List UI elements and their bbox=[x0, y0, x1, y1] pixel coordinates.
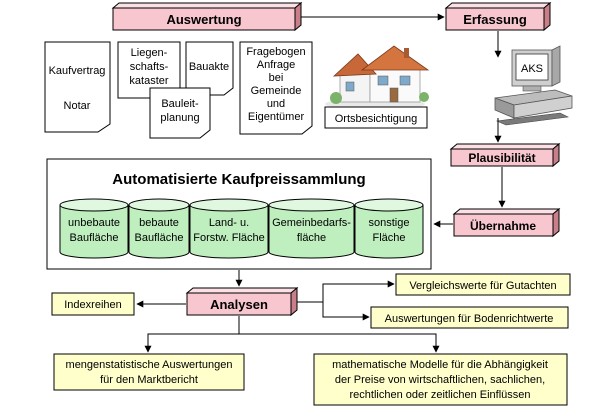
marktbericht-text-2: für den Marktbericht bbox=[100, 374, 198, 386]
document-bauleitplanung: Bauleit- planung bbox=[149, 87, 211, 139]
kaufpreissammlung-title: Automatisierte Kaufpreissammlung bbox=[112, 171, 365, 188]
marktbericht-text-1: mengenstatistische Auswertungen bbox=[66, 359, 233, 371]
fragebogen-text-3: bei bbox=[269, 72, 284, 84]
cylinder-label-line1: sonstige bbox=[369, 217, 410, 229]
vergleichswerte-text: Vergleichswerte für Gutachten bbox=[409, 280, 556, 292]
modelle-text-1: mathematische Modelle für die Abhängigke… bbox=[332, 359, 548, 371]
uebernahme-label: Übernahme bbox=[470, 218, 536, 233]
erfassung-label: Erfassung bbox=[463, 12, 527, 27]
process-box-uebernahme: Übernahme bbox=[452, 207, 561, 238]
computer-icon: AKS bbox=[494, 45, 573, 126]
fragebogen-text-2: Anfrage bbox=[257, 59, 296, 71]
notar-text: Notar bbox=[64, 100, 91, 112]
bodenrichtwerte-text: Auswertungen für Bodenrichtwerte bbox=[385, 313, 554, 325]
cylinder-label-line2: Baufläche bbox=[135, 232, 184, 244]
ortsbesichtigung-text: Ortsbesichtigung bbox=[335, 113, 418, 125]
arrow-analysen-modelle bbox=[239, 333, 440, 353]
document-kaufvertrag: Kaufvertrag Notar bbox=[44, 41, 111, 133]
modelle-text-2: der Preise von wirtschaftlichen, sachlic… bbox=[335, 374, 545, 386]
arrow-analysen-vergleichswerte bbox=[297, 280, 395, 303]
process-box-erfassung: Erfassung bbox=[444, 1, 552, 32]
cylinder-label-line2: Fläche bbox=[372, 232, 405, 244]
plausibilitaet-label: Plausibilität bbox=[468, 151, 535, 165]
document-bauakte: Bauakte bbox=[185, 41, 234, 96]
cylinder-label-line2: Forstw. Fläche bbox=[193, 232, 265, 244]
cylinder-label-line1: bebaute bbox=[139, 217, 179, 229]
process-box-analysen: Analysen bbox=[185, 286, 299, 317]
house-illustration bbox=[325, 45, 430, 110]
liegenschaft-text-3: kataster bbox=[129, 75, 168, 87]
output-bodenrichtwerte: Auswertungen für Bodenrichtwerte bbox=[370, 306, 569, 329]
label-ortsbesichtigung: Ortsbesichtigung bbox=[324, 106, 428, 129]
output-marktbericht: mengenstatistische Auswertungen für den … bbox=[53, 353, 245, 391]
cylinder-group: unbebauteBauflächebebauteBauflächeLand- … bbox=[59, 198, 424, 259]
cylinder-3: Land- u. Forstw. Fläche bbox=[189, 198, 269, 259]
cylinder-label-line2: Baufläche bbox=[70, 232, 119, 244]
cylinder-4: Gemeinbedarfs-fläche bbox=[268, 198, 355, 259]
document-liegenschaftskataster: Liegen- schafts- kataster bbox=[117, 41, 181, 99]
cylinder-label-line1: Gemeinbedarfs- bbox=[272, 217, 351, 229]
output-vergleichswerte: Vergleichswerte für Gutachten bbox=[395, 273, 571, 296]
fragebogen-text-4: Gemeinde bbox=[251, 85, 302, 97]
modelle-text-3: rechtlichen oder zeitlichen Einflüssen bbox=[350, 389, 531, 401]
fragebogen-text-1: Fragebogen bbox=[246, 46, 305, 58]
bauleit-text-1: Bauleit- bbox=[161, 98, 199, 110]
cylinder-label-line1: unbebaute bbox=[68, 217, 120, 229]
kaufvertrag-text: Kaufvertrag bbox=[49, 65, 106, 77]
arrow-analysen-bodenrichtwerte bbox=[322, 302, 370, 321]
process-box-auswertung: Auswertung bbox=[111, 1, 303, 32]
fragebogen-text-6: Eigentümer bbox=[248, 111, 305, 123]
bauleit-text-2: planung bbox=[160, 112, 199, 124]
fragebogen-text-5: und bbox=[267, 98, 285, 110]
cylinder-label-line1: Land- u. bbox=[209, 217, 249, 229]
arrow-analysen-marktbericht bbox=[144, 316, 240, 353]
process-box-plausibilitaet: Plausibilität bbox=[449, 142, 561, 168]
indexreihen-text: Indexreihen bbox=[64, 299, 122, 311]
liegenschaft-text-2: schafts- bbox=[130, 61, 169, 73]
auswertung-label: Auswertung bbox=[166, 12, 241, 27]
liegenschaft-text-1: Liegen- bbox=[131, 47, 168, 59]
document-fragebogen: Fragebogen Anfrage bei Gemeinde und Eige… bbox=[239, 41, 313, 135]
analysen-label: Analysen bbox=[210, 297, 268, 312]
computer-screen-label: AKS bbox=[521, 63, 543, 75]
cylinder-label-line2: fläche bbox=[297, 232, 326, 244]
output-indexreihen: Indexreihen bbox=[51, 292, 135, 316]
output-modelle: mathematische Modelle für die Abhängigke… bbox=[313, 353, 568, 406]
bauakte-text: Bauakte bbox=[189, 61, 229, 73]
